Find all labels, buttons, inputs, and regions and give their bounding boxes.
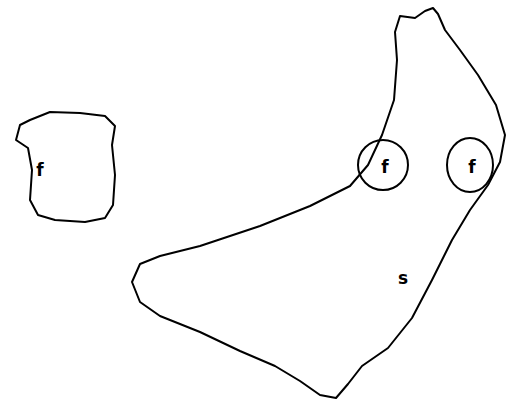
outline-path (132, 8, 505, 398)
outline-shape (8, 105, 123, 230)
region-label: s (398, 270, 408, 287)
outline-shape (128, 5, 508, 403)
bone-outline: s f f (128, 5, 508, 403)
region-label: f (468, 159, 475, 176)
fragment-outline: f (446, 137, 494, 193)
fragment-outline: f (8, 105, 123, 230)
region-label: f (381, 159, 388, 176)
outline-path (16, 112, 115, 222)
fragment-outline: f (358, 140, 408, 190)
region-label: f (36, 162, 43, 179)
outline-path (447, 138, 493, 192)
outline-path (358, 140, 408, 190)
